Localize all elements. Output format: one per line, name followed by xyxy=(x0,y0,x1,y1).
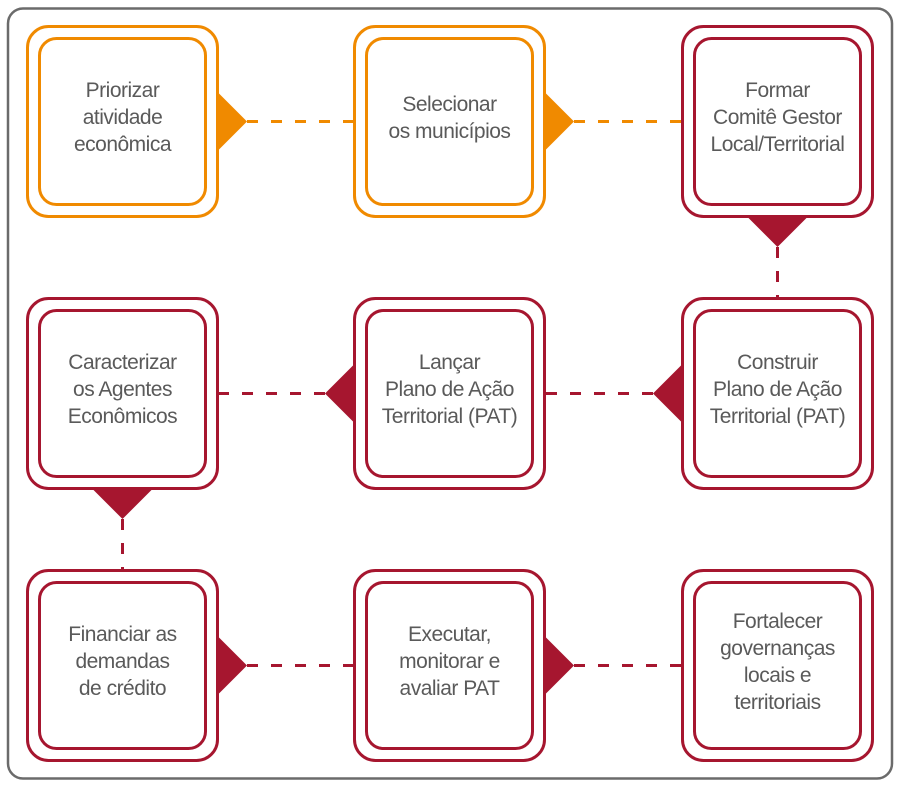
step-label-formar: Formar Comitê Gestor Local/Territorial xyxy=(710,79,845,156)
step-box-lancar xyxy=(353,297,546,490)
step-label-executar: Executar, monitorar e avaliar PAT xyxy=(399,623,500,700)
step-box-inner-border xyxy=(693,581,862,750)
step-label-financiar: Financiar as demandas de crédito xyxy=(68,623,177,700)
step-box-inner-border xyxy=(365,581,534,750)
step-box-fortalecer xyxy=(681,569,874,762)
connector-construir-to-lancar xyxy=(546,353,693,434)
connector-formar-to-construir xyxy=(736,206,819,297)
step-box-construir xyxy=(681,297,874,490)
step-label-construir: Construir Plano de Ação Territorial (PAT… xyxy=(709,351,846,428)
step-box-inner-border xyxy=(365,309,534,478)
step-box-inner-border xyxy=(38,581,207,750)
connector-selecionar-to-formar xyxy=(534,81,681,162)
connector-financiar-to-executar xyxy=(207,625,353,706)
step-box-selecionar xyxy=(353,25,546,218)
step-box-caracterizar xyxy=(26,297,219,490)
step-box-inner-border xyxy=(693,309,862,478)
step-label-lancar: Lançar Plano de Ação Territorial (PAT) xyxy=(381,351,518,428)
connector-lancar-to-caracterizar xyxy=(219,353,365,434)
step-box-inner-border xyxy=(693,37,862,206)
step-box-inner-border xyxy=(365,37,534,206)
step-label-priorizar: Priorizar atividade econômica xyxy=(73,79,172,156)
step-box-financiar xyxy=(26,569,219,762)
step-box-formar xyxy=(681,25,874,218)
step-box-executar xyxy=(353,569,546,762)
step-box-inner-border xyxy=(38,37,207,206)
step-label-fortalecer: Fortalecer governanças locais e territor… xyxy=(720,609,835,714)
connector-priorizar-to-selecionar xyxy=(207,81,353,162)
outer-frame xyxy=(6,7,894,780)
connector-executar-to-fortalecer xyxy=(534,625,681,706)
step-box-inner-border xyxy=(38,309,207,478)
step-box-priorizar xyxy=(26,25,219,218)
step-label-selecionar: Selecionar os municípios xyxy=(388,92,511,143)
step-boxes xyxy=(26,25,874,762)
connector-caracterizar-to-financiar xyxy=(81,478,164,569)
step-label-caracterizar: Caracterizar os Agentes Econômicos xyxy=(67,351,178,428)
